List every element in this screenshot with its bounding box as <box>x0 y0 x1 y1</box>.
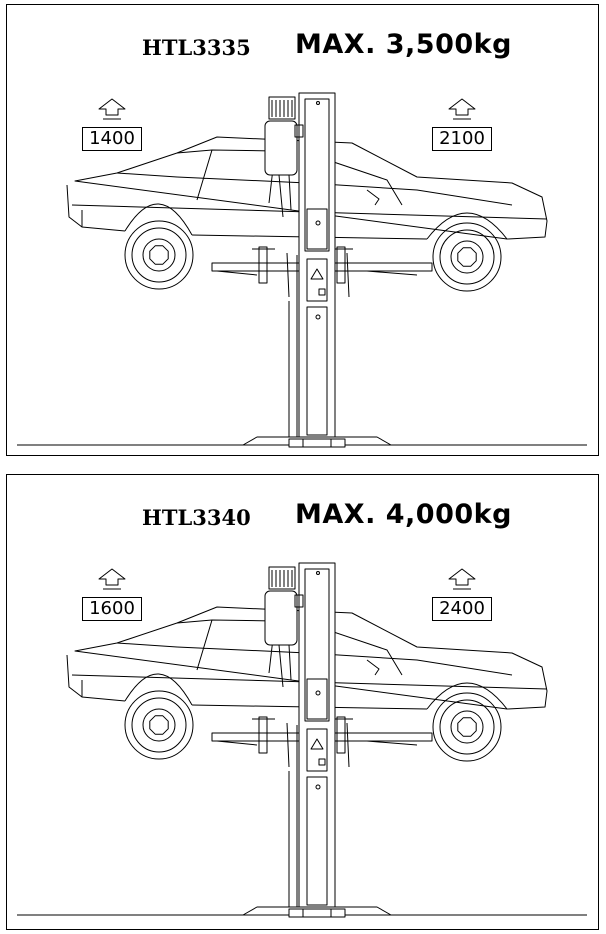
car-icon <box>66 136 548 240</box>
max-capacity-label: MAX. 4,000kg <box>295 499 512 530</box>
lift-scene-drawing <box>17 562 587 918</box>
wheel-icon <box>124 220 194 290</box>
wheel-icon <box>432 222 502 292</box>
up-arrow-icon <box>448 98 476 120</box>
up-arrow-icon <box>98 98 126 120</box>
wheel-icon <box>124 690 194 760</box>
wheel-icon <box>432 692 502 762</box>
model-label: HTL3340 <box>142 505 251 530</box>
up-arrow-icon <box>448 568 476 590</box>
front-axle-load-label: 1400 <box>82 127 142 151</box>
rear-axle-load-label: 2400 <box>432 597 492 621</box>
lift-column-icon <box>288 92 336 445</box>
car-icon <box>66 606 548 710</box>
front-axle-load-label: 1600 <box>82 597 142 621</box>
max-capacity-label: MAX. 3,500kg <box>295 29 512 60</box>
model-label: HTL3335 <box>142 35 251 60</box>
base-plate <box>242 906 392 918</box>
rear-axle-load-label: 2100 <box>432 127 492 151</box>
lift-scene-drawing <box>17 92 587 448</box>
lift-column-icon <box>288 562 336 915</box>
base-plate <box>242 436 392 448</box>
up-arrow-icon <box>98 568 126 590</box>
lift-diagram-panel-1: HTL3335 MAX. 3,500kg 1400 2100 <box>6 4 599 456</box>
lift-diagram-panel-2: HTL3340 MAX. 4,000kg 1600 2400 <box>6 474 599 930</box>
motor-icon <box>264 566 304 688</box>
motor-icon <box>264 96 304 218</box>
